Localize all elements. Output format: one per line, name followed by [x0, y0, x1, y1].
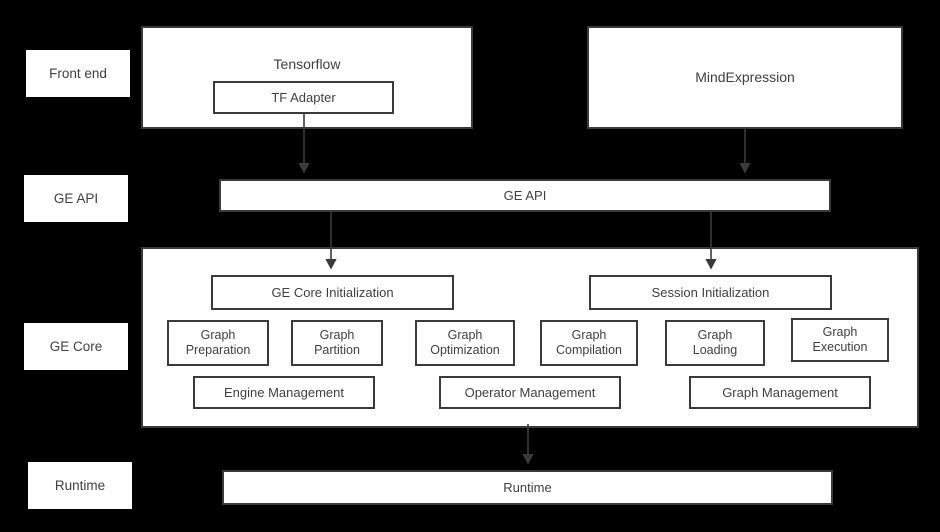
graph-partition-label: Graph Partition [314, 328, 360, 357]
runtime-box[interactable]: Runtime [222, 470, 833, 505]
tensorflow-label: Tensorflow [273, 56, 341, 72]
stage-label-runtime: Runtime [28, 462, 132, 509]
graph-execution-label: Graph Execution [812, 325, 868, 354]
graph-management-label: Graph Management [722, 384, 838, 400]
tf-adapter-label: TF Adapter [271, 89, 336, 105]
graph-preparation-box[interactable]: Graph Preparation [167, 320, 269, 366]
graph-execution-box[interactable]: Graph Execution [791, 318, 889, 362]
stage-label-runtime-text: Runtime [54, 477, 106, 493]
stage-label-front-end: Front end [26, 50, 130, 97]
graph-compilation-label: Graph Compilation [555, 328, 622, 357]
operator-management-label: Operator Management [464, 384, 596, 400]
stage-label-ge-core-text: GE Core [49, 338, 103, 354]
session-initialization-box[interactable]: Session Initialization [589, 275, 832, 310]
stage-label-ge-api: GE API [24, 175, 128, 222]
graph-partition-box[interactable]: Graph Partition [291, 320, 383, 366]
ge-api-label: GE API [503, 187, 547, 203]
stage-label-ge-core: GE Core [24, 323, 128, 370]
graph-optimization-label: Graph Optimization [430, 328, 500, 357]
ge-core-initialization-box[interactable]: GE Core Initialization [211, 275, 454, 310]
graph-loading-label: Graph Loading [692, 328, 738, 357]
operator-management-box[interactable]: Operator Management [439, 376, 621, 409]
tf-adapter-box[interactable]: TF Adapter [213, 81, 394, 114]
stage-label-ge-api-text: GE API [53, 190, 99, 206]
graph-optimization-box[interactable]: Graph Optimization [415, 320, 515, 366]
graph-preparation-label: Graph Preparation [185, 328, 251, 357]
mindexpression-box[interactable]: MindExpression [587, 26, 903, 129]
engine-management-label: Engine Management [224, 384, 344, 400]
mindexpression-label: MindExpression [695, 69, 795, 86]
runtime-label: Runtime [503, 479, 552, 495]
stage-label-front-end-text: Front end [49, 65, 107, 81]
graph-compilation-box[interactable]: Graph Compilation [540, 320, 638, 366]
graph-loading-box[interactable]: Graph Loading [665, 320, 765, 366]
ge-core-initialization-label: GE Core Initialization [271, 284, 394, 300]
engine-management-box[interactable]: Engine Management [193, 376, 375, 409]
ge-api-box[interactable]: GE API [219, 179, 831, 212]
session-initialization-label: Session Initialization [651, 284, 770, 300]
graph-management-box[interactable]: Graph Management [689, 376, 871, 409]
